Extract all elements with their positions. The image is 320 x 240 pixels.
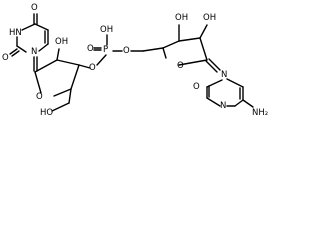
uracil-o2-label: O <box>2 53 9 63</box>
chemical-structure-diagram: O HN O N O OH O HO OH O P O OH OH O N O … <box>2 3 268 118</box>
phosphate-oxo-label: O <box>87 44 94 54</box>
cytosine-n3-label: N <box>220 101 226 111</box>
ribose1-ring-oxygen-label: O <box>36 92 43 102</box>
bond-lines <box>9 13 254 112</box>
ribose2-oh2-label: OH <box>203 13 216 23</box>
ribose2-ring-oxygen-label: O <box>177 61 184 71</box>
ribose1-ester-oxygen-label: O <box>89 63 96 73</box>
ribose2-oh3-label: OH <box>175 13 188 23</box>
cytosine-n1-label: N <box>221 70 227 80</box>
cytosine-nh2-label: NH₂ <box>252 108 268 118</box>
uracil-n1-label: N <box>31 47 37 57</box>
phosphate-oh-label: OH <box>100 25 113 35</box>
phosphorus-label: P <box>103 45 108 55</box>
phosphate-ester-oxygen-label: O <box>123 46 130 56</box>
uracil-o4-label: O <box>31 3 38 13</box>
uracil-hn3-label: HN <box>9 28 22 38</box>
ribose1-oh2-label: OH <box>55 37 68 47</box>
cytosine-o2-label: O <box>193 82 200 92</box>
ribose1-ho5-label: HO <box>40 108 53 118</box>
atom-labels: O HN O N O OH O HO OH O P O OH OH O N O … <box>2 3 268 118</box>
